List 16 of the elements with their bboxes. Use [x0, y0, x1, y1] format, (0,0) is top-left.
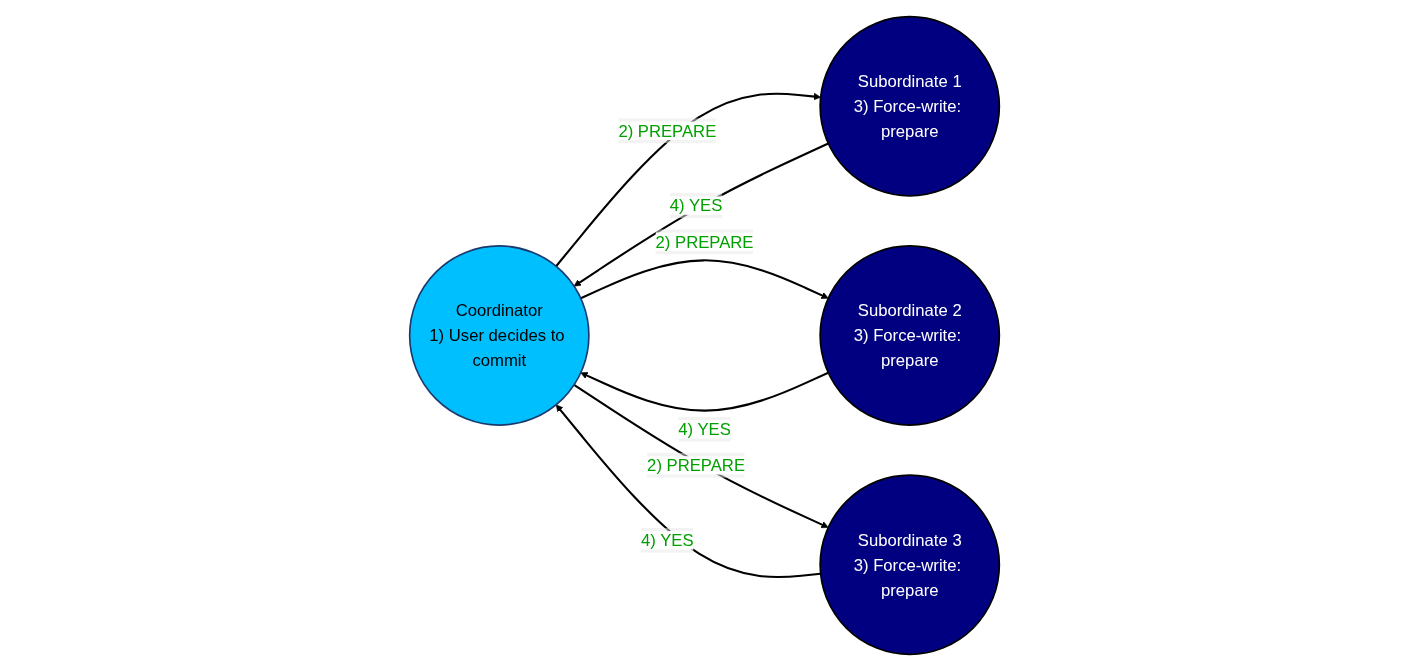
arrow: [573, 384, 829, 529]
arrow: [555, 404, 821, 579]
arrow: [580, 259, 829, 300]
node-circle: Subordinate 1 3) Force-write: prepare: [819, 15, 1001, 197]
node-circle: Subordinate 2 3) Force-write: prepare: [819, 245, 1001, 426]
node-circle: Coordinator 1) User decides to commit: [408, 245, 590, 426]
arrow: [555, 92, 821, 267]
edge-label: 4) YES: [641, 531, 694, 550]
arrow: [580, 371, 829, 412]
node-circle: Subordinate 3 3) Force-write: prepare: [819, 474, 1001, 656]
edge-label: 2) PREPARE: [655, 232, 754, 251]
edge-label: 2) PREPARE: [618, 121, 717, 140]
arrow: [573, 142, 829, 287]
edge-label: 4) YES: [669, 196, 723, 215]
edge-label: 4) YES: [678, 420, 731, 439]
edge-label: 2) PREPARE: [647, 456, 745, 475]
